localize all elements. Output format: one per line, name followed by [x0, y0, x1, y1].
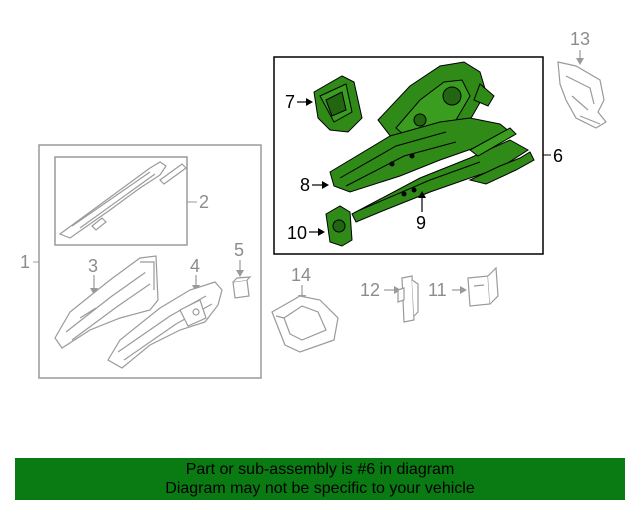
callout-4-label: 4	[190, 256, 200, 276]
notice-line-2: Diagram may not be specific to your vehi…	[165, 480, 475, 497]
part-11-bracket	[467, 266, 499, 307]
callout-11-label: 11	[428, 280, 447, 300]
part-5-block	[232, 276, 252, 299]
callout-10-label: 10	[287, 223, 307, 243]
callout-3-label: 3	[88, 256, 98, 276]
callout-8-arrowhead	[322, 181, 329, 189]
part-2-rail	[58, 161, 187, 239]
part-13-panel	[557, 61, 607, 129]
callout-9-label: 9	[416, 213, 426, 233]
notice-banner: Part or sub-assembly is #6 in diagram Di…	[15, 458, 625, 500]
callout-1-label: 1	[20, 252, 30, 272]
callout-13-label: 13	[570, 29, 590, 49]
callout-6-label: 6	[553, 146, 563, 166]
callout-12-label: 12	[360, 280, 380, 300]
notice-line-1: Part or sub-assembly is #6 in diagram	[185, 461, 455, 478]
callout-5-label: 5	[234, 240, 244, 260]
subassembly-2-box	[54, 156, 188, 246]
part-6-frame-rail	[329, 61, 535, 223]
callout-13-arrowhead	[576, 58, 584, 65]
callout-11-arrowhead	[460, 286, 467, 294]
part-10-plate	[325, 205, 353, 247]
callout-8-label: 8	[300, 175, 310, 195]
callout-5-arrowhead	[236, 270, 244, 277]
part-12-bracket	[397, 275, 419, 323]
part-3-rail	[54, 255, 159, 349]
part-7-bracket	[313, 75, 363, 133]
callout-7-arrowhead	[306, 98, 313, 106]
callout-7-label: 7	[285, 92, 295, 112]
part-14-bracket	[271, 295, 339, 353]
callout-2-label: 2	[199, 192, 209, 212]
callout-9-arrowhead	[418, 191, 426, 198]
callout-10-arrowhead	[318, 228, 325, 236]
part-4-rail	[107, 281, 223, 369]
callout-3-arrowhead	[90, 288, 98, 295]
callout-14-label: 14	[291, 265, 311, 285]
